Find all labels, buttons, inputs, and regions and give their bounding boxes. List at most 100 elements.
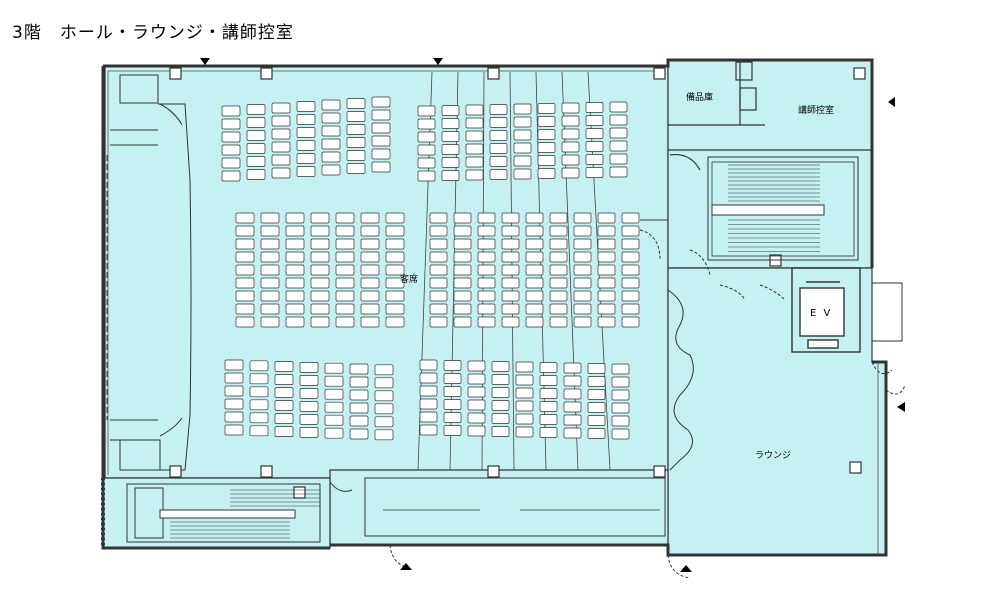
seat — [515, 413, 534, 425]
seat — [525, 238, 544, 250]
seat — [609, 166, 628, 178]
seat — [513, 155, 532, 167]
seat — [296, 140, 316, 151]
seat — [549, 277, 568, 289]
seat — [260, 225, 280, 237]
seat — [274, 387, 294, 398]
seat — [609, 140, 628, 152]
seat — [310, 251, 330, 263]
stair-core — [639, 156, 859, 301]
lecturer-room-label: 講師控室 — [798, 104, 834, 116]
seat — [563, 427, 582, 439]
seat — [429, 212, 448, 224]
seat — [573, 264, 592, 276]
seat — [310, 225, 330, 237]
seat — [561, 115, 580, 127]
seat — [609, 114, 628, 126]
seat — [346, 111, 366, 122]
seat — [467, 386, 486, 398]
seat — [299, 388, 319, 399]
seat — [501, 290, 520, 302]
seat — [597, 277, 616, 289]
seat — [585, 167, 604, 178]
seat — [587, 376, 606, 387]
seat — [467, 373, 486, 385]
seating-area — [221, 96, 640, 441]
seat — [360, 290, 380, 302]
seat — [235, 264, 255, 276]
seat — [349, 428, 369, 440]
seat — [573, 225, 592, 237]
seat — [246, 104, 266, 115]
seat — [335, 290, 355, 302]
seat — [587, 415, 606, 426]
seat — [549, 290, 568, 302]
seat — [417, 105, 436, 117]
south-corridor-floor — [329, 469, 669, 546]
elevator — [791, 267, 861, 353]
seat — [271, 154, 291, 166]
seat — [371, 135, 391, 147]
seat — [321, 151, 341, 163]
seat — [561, 154, 580, 166]
seat — [299, 375, 319, 386]
seat — [310, 277, 330, 289]
seat — [453, 251, 472, 263]
seat — [324, 388, 344, 400]
seat — [385, 277, 405, 289]
seat — [224, 411, 244, 423]
seat — [274, 374, 294, 385]
seat — [360, 264, 380, 276]
seat — [360, 277, 380, 289]
seat — [453, 264, 472, 276]
stair-treads — [170, 489, 320, 539]
seat — [224, 372, 244, 384]
seat — [385, 264, 405, 276]
seat — [489, 156, 508, 167]
seat — [585, 141, 604, 152]
seat — [260, 316, 280, 328]
seat — [299, 427, 319, 438]
seat — [285, 303, 305, 315]
seat — [587, 402, 606, 413]
seat — [419, 385, 438, 397]
seat — [221, 170, 241, 182]
seat — [249, 386, 269, 398]
elevator-label: E V — [810, 308, 832, 319]
seat — [443, 399, 462, 410]
seat — [491, 361, 510, 372]
seat — [549, 225, 568, 237]
seat — [429, 303, 448, 315]
seat — [349, 376, 369, 388]
seat — [501, 212, 520, 224]
seat — [621, 212, 640, 224]
seat — [335, 264, 355, 276]
seat — [597, 212, 616, 224]
seat — [249, 425, 269, 437]
seat — [549, 212, 568, 224]
seat — [321, 99, 341, 111]
seat — [335, 303, 355, 315]
seat — [539, 401, 558, 412]
seat — [441, 131, 460, 142]
seat — [346, 137, 366, 148]
seat — [221, 118, 241, 130]
seat — [429, 316, 448, 328]
lounge-floor — [667, 267, 887, 556]
seat — [299, 414, 319, 425]
seat — [609, 153, 628, 165]
seat — [621, 277, 640, 289]
seat — [260, 264, 280, 276]
seat — [385, 225, 405, 237]
seat — [417, 170, 436, 182]
seat — [441, 144, 460, 155]
seat — [597, 303, 616, 315]
arrow-left-icon — [897, 402, 905, 412]
seat — [371, 96, 391, 108]
seat — [537, 168, 556, 179]
seat — [385, 212, 405, 224]
seat — [249, 399, 269, 411]
direction-markers — [200, 58, 905, 572]
seat — [374, 403, 394, 415]
seat — [515, 400, 534, 412]
